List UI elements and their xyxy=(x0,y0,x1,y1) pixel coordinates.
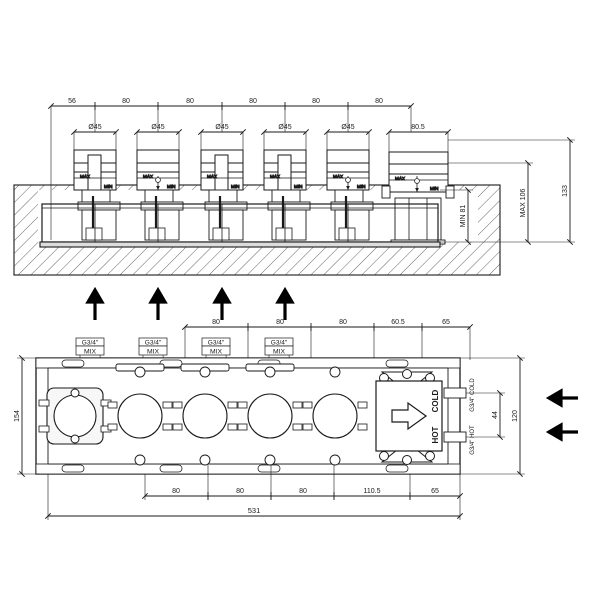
dim-label: 80 xyxy=(122,98,130,105)
valve-cartridges: MAX MIN MAX MIN xyxy=(73,149,455,245)
dim-label: 56 xyxy=(68,98,76,105)
valve-seat xyxy=(302,366,368,466)
hot-port-label: G3/4" HOT xyxy=(470,425,476,455)
cold-port-label: G3/4" COLD xyxy=(470,378,476,412)
valve-seat xyxy=(107,363,173,466)
dim-label: 60.5 xyxy=(391,319,405,326)
valve-cartridge: MAX MIN xyxy=(263,149,311,241)
max-mark: MAX xyxy=(395,176,405,181)
dim-label: 133 xyxy=(562,185,569,197)
dim-label: 80 xyxy=(299,488,307,495)
dim-label: 80 xyxy=(276,319,284,326)
valve-cartridge: MAX MIN xyxy=(326,149,374,241)
min-mark: MIN xyxy=(104,184,112,189)
max-mark: MAX xyxy=(207,174,217,179)
max-mark: MAX xyxy=(333,174,343,179)
valve-seat xyxy=(172,363,238,466)
valve-seat xyxy=(38,387,112,445)
dim-label: 80 xyxy=(249,98,257,105)
cold-label: COLD xyxy=(431,389,440,412)
left-arrow-icon xyxy=(545,422,578,442)
plan-left-dim: 154 xyxy=(14,354,40,478)
dim-label: 80 xyxy=(312,98,320,105)
supply-direction-arrows xyxy=(545,388,578,442)
dim-label: 80 xyxy=(172,488,180,495)
valve-cartridge: MAX MIN xyxy=(136,149,184,241)
port-service-label: MIX xyxy=(210,348,223,355)
port-service-label: MIX xyxy=(84,348,97,355)
valve-cartridge: MAX MIN xyxy=(200,149,248,241)
overall-length-label: 531 xyxy=(248,506,261,515)
dim-label: 110.5 xyxy=(364,488,381,495)
inlet-block-plan: COLD HOT G3/4" COLD G3/4" HOT xyxy=(375,369,476,465)
max-mark: MAX xyxy=(270,174,280,179)
plan-valve-seats xyxy=(38,363,368,466)
bore-dim-label: Ø45 xyxy=(341,124,354,131)
dim-label: 44 xyxy=(492,411,499,419)
up-arrow-icon xyxy=(148,286,168,320)
port-thread-label: G3/4" xyxy=(271,340,288,347)
dim-label: 154 xyxy=(14,410,21,422)
dim-label: 80 xyxy=(375,98,383,105)
dim-label: 80 xyxy=(339,319,347,326)
valve-cartridge: MAX MIN xyxy=(73,149,121,241)
dim-label: 80 xyxy=(212,319,220,326)
plan-bottom-dim-chain: 80 80 80 110.5 65 531 xyxy=(44,465,464,520)
max-mark: MAX xyxy=(143,174,153,179)
dim-label: MAX 106 xyxy=(520,188,527,217)
flow-arrow-icon xyxy=(391,401,428,431)
section-vertical-dims: MIN 81 MAX 106 133 xyxy=(440,136,575,246)
valve-seat xyxy=(237,363,303,466)
port-service-label: MIX xyxy=(147,348,160,355)
section-bore-dims: Ø45 Ø45 Ø45 Ø45 xyxy=(70,124,452,152)
up-arrow-icon xyxy=(275,286,295,320)
inlet-module-section: MAX MIN xyxy=(381,151,455,245)
up-arrow-icon xyxy=(85,286,105,320)
dim-label: MIN 81 xyxy=(460,205,467,228)
max-mark: MAX xyxy=(80,174,90,179)
manifold-body-section xyxy=(39,203,441,248)
up-arrow-icon xyxy=(212,286,232,320)
min-mark: MIN xyxy=(294,184,302,189)
min-mark: MIN xyxy=(357,184,365,189)
port-thread-label: G3/4" xyxy=(82,340,99,347)
bore-dim-label: Ø45 xyxy=(278,124,291,131)
hot-label: HOT xyxy=(431,426,440,443)
plan-top-dim-chain: 80 80 80 60.5 65 xyxy=(181,319,474,360)
min-mark: MIN xyxy=(430,186,438,191)
dim-label: 65 xyxy=(442,319,450,326)
plan-view-group: 80 80 80 60.5 65 G3/4" MIX xyxy=(14,319,578,520)
section-witness-lines xyxy=(50,106,412,240)
bore-dim-label: Ø45 xyxy=(151,124,164,131)
left-arrow-icon xyxy=(545,388,578,408)
port-thread-label: G3/4" xyxy=(208,340,225,347)
section-top-dim-chain: 56 80 80 80 80 80 xyxy=(47,98,415,110)
port-service-label: MIX xyxy=(273,348,286,355)
port-callout: G3/4" MIX xyxy=(75,337,105,383)
dim-label: 80 xyxy=(186,98,194,105)
module-width-label: 80.5 xyxy=(411,124,425,131)
port-thread-label: G3/4" xyxy=(145,340,162,347)
bore-dim-label: Ø45 xyxy=(88,124,101,131)
min-mark: MIN xyxy=(231,184,239,189)
section-direction-arrows xyxy=(85,286,295,320)
section-view-group: 56 80 80 80 80 80 Ø45 Ø45 xyxy=(13,98,575,276)
plan-right-dims: 44 120 xyxy=(460,354,525,478)
min-mark: MIN xyxy=(167,184,175,189)
bore-dim-label: Ø45 xyxy=(215,124,228,131)
dim-label: 80 xyxy=(236,488,244,495)
dim-label: 120 xyxy=(512,410,519,422)
dim-label: 65 xyxy=(431,488,439,495)
